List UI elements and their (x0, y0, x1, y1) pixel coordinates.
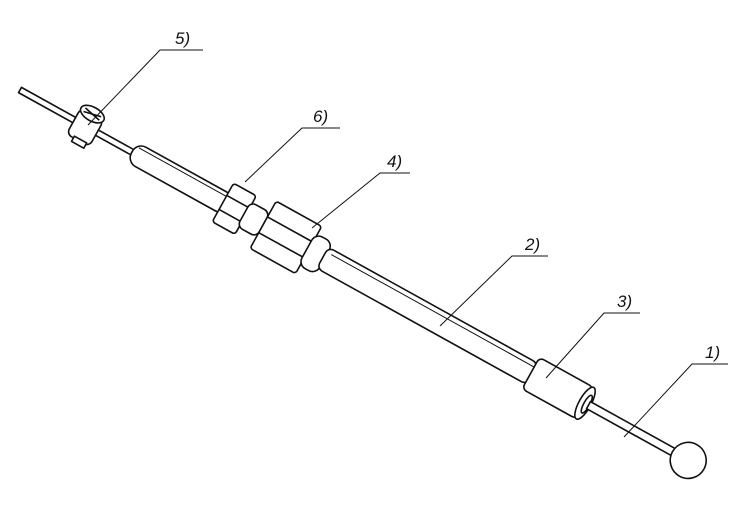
assembly (17, 86, 708, 480)
label-3: 3) (617, 292, 632, 311)
sleeve-tube (129, 145, 233, 214)
leader-1 (623, 363, 728, 438)
label-1: 1) (705, 343, 720, 362)
label-4: 4) (387, 152, 402, 171)
leader-5 (87, 49, 203, 126)
label-2: 2) (524, 235, 540, 254)
part-3-sleeve (523, 358, 596, 420)
part-2-tube (318, 248, 537, 384)
leader-lines (87, 49, 728, 438)
label-6: 6) (313, 107, 328, 126)
part-5-clamp-screw (67, 104, 106, 150)
leader-2 (439, 255, 548, 327)
leader-3 (545, 312, 640, 379)
part-4-union-nut (250, 201, 332, 274)
leader-4 (311, 172, 410, 229)
label-5: 5) (175, 29, 190, 48)
leader-6 (244, 127, 340, 183)
part-1-probe-rod (585, 400, 708, 480)
